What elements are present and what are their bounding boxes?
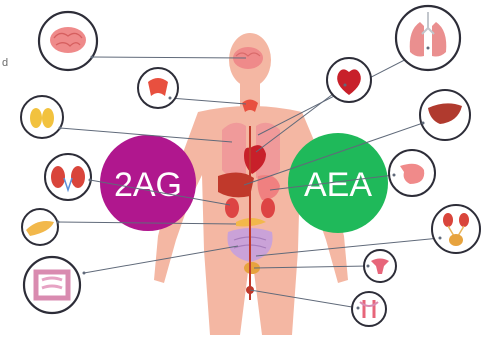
organ-icon-pancreas — [22, 209, 58, 245]
body-left-lung — [222, 123, 246, 179]
body-liver — [218, 172, 254, 197]
organ-icon-bladder — [432, 205, 480, 253]
body-left-kidney — [225, 198, 239, 218]
organ-icon-heart — [327, 58, 371, 102]
organ-icon-adrenal — [21, 96, 63, 138]
organ-icon-liver — [420, 90, 470, 140]
edge-text-fragment: d — [2, 57, 8, 69]
2ag-label: 2AG — [114, 166, 182, 204]
organ-icon-kidneys — [45, 154, 91, 200]
organ-icon-intestines — [24, 257, 80, 313]
body-right-kidney — [261, 198, 275, 218]
organ-icon-stomach — [389, 150, 435, 196]
organ-icon-thyroid — [138, 68, 178, 108]
organ-icon-lungs — [396, 6, 460, 70]
organ-icon-brain — [39, 12, 97, 70]
